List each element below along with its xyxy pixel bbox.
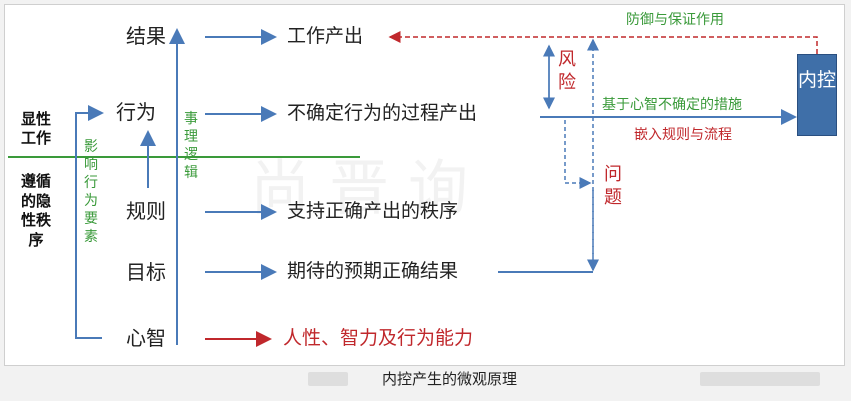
influence-bracket (75, 105, 104, 339)
output-expected-result: 期待的预期正确结果 (287, 260, 459, 282)
issue-label: 问题 (604, 164, 622, 209)
risk-dashed-connector (564, 120, 592, 189)
explicit-work-label: 显性工作 (20, 110, 51, 148)
blurred-watermark (700, 372, 820, 386)
node-mind: 心智 (126, 326, 166, 350)
diagram-frame (4, 4, 845, 366)
output-support-order: 支持正确产出的秩序 (287, 200, 459, 222)
watermark: 尚 晋 询 (250, 154, 469, 224)
defense-dashed-arrow (388, 31, 818, 54)
node-behavior: 行为 (116, 100, 156, 124)
risk-label: 风险 (558, 49, 576, 94)
logic-label: 事理逻辑 (184, 111, 198, 181)
output-work: 工作产出 (287, 25, 364, 47)
implicit-order-label: 遵循的隐性秩序 (20, 172, 51, 249)
output-human-capability: 人性、智力及行为能力 (283, 327, 474, 349)
figure-caption: 内控产生的微观原理 (382, 370, 518, 388)
node-result: 结果 (126, 24, 166, 48)
influence-factors-label: 影响行为要素 (84, 139, 98, 245)
output-uncertain-process: 不确定行为的过程产出 (287, 102, 478, 124)
measures-label: 基于心智不确定的措施 (602, 97, 742, 113)
embed-label: 嵌入规则与流程 (634, 127, 732, 143)
node-rule: 规则 (126, 199, 166, 223)
internal-control-box: 内控 (797, 54, 837, 136)
defense-label: 防御与保证作用 (626, 12, 724, 28)
node-goal: 目标 (126, 260, 166, 284)
blurred-logo (308, 372, 348, 386)
